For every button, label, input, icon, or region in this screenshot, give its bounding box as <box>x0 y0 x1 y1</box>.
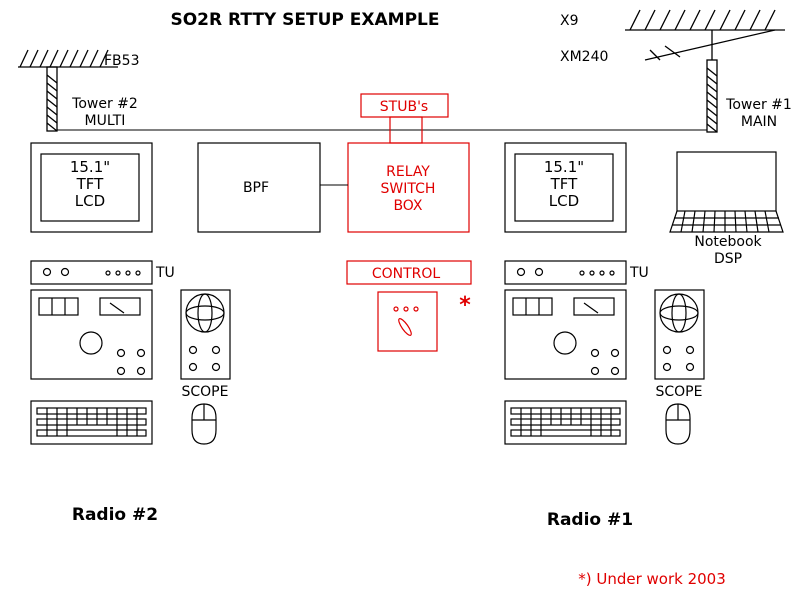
left-lcd-line2: TFT <box>76 175 105 193</box>
left-keyboard-icon <box>30 400 153 445</box>
right-lcd-line2: TFT <box>550 175 579 193</box>
left-tu-label: TU <box>155 265 175 281</box>
radio-2-label: Radio #2 <box>72 505 158 525</box>
left-mouse-icon <box>191 403 217 445</box>
left-tower-label: Tower #2 <box>71 96 138 112</box>
left-lcd-line3: LCD <box>75 192 105 210</box>
relay-switch-box <box>347 142 470 233</box>
relay-label-line3: BOX <box>393 198 422 214</box>
right-tower-icon <box>706 59 718 133</box>
right-antenna-label-xm240: XM240 <box>560 49 608 65</box>
control-box <box>346 260 472 285</box>
left-lcd-line1: 15.1" <box>70 158 110 176</box>
footnote: *) Under work 2003 <box>578 570 726 588</box>
right-scope-label: SCOPE <box>656 384 703 400</box>
right-tower-sublabel: MAIN <box>741 114 777 130</box>
asterisk-marker: * <box>459 293 471 318</box>
left-tu-icon <box>30 260 153 285</box>
right-lcd-monitor-icon <box>504 142 627 233</box>
right-lcd-line3: LCD <box>549 192 579 210</box>
left-antenna-label: FB53 <box>104 53 139 69</box>
relay-label-line1: RELAY <box>386 164 430 180</box>
notebook-icon <box>669 151 784 233</box>
right-keyboard-icon <box>504 400 627 445</box>
left-radio-icon <box>30 289 153 380</box>
left-scope-icon <box>180 289 231 380</box>
left-antenna-icon <box>18 49 118 68</box>
right-mouse-icon <box>665 403 691 445</box>
control-label: CONTROL <box>372 266 441 282</box>
right-tu-icon <box>504 260 627 285</box>
control-unit-icon <box>377 291 438 352</box>
bpf-label: BPF <box>243 180 269 196</box>
right-lcd-line1: 15.1" <box>544 158 584 176</box>
bpf-box <box>197 142 321 233</box>
right-tu-label: TU <box>629 265 649 281</box>
radio-1-label: Radio #1 <box>547 510 633 530</box>
right-antenna-label-x9: X9 <box>560 13 579 29</box>
right-antenna-icon <box>625 9 785 61</box>
right-radio-icon <box>504 289 627 380</box>
notebook-label-line2: DSP <box>714 251 742 267</box>
right-tower-label: Tower #1 <box>725 97 792 113</box>
left-tower-icon <box>46 66 58 132</box>
left-scope-label: SCOPE <box>182 384 229 400</box>
diagram-title: SO2R RTTY SETUP EXAMPLE <box>170 10 439 30</box>
left-lcd-monitor-icon <box>30 142 153 233</box>
left-tower-sublabel: MULTI <box>85 113 126 129</box>
relay-label-line2: SWITCH <box>381 181 436 197</box>
stubs-label: STUB's <box>380 99 428 115</box>
right-scope-icon <box>654 289 705 380</box>
notebook-label-line1: Notebook <box>694 234 762 250</box>
